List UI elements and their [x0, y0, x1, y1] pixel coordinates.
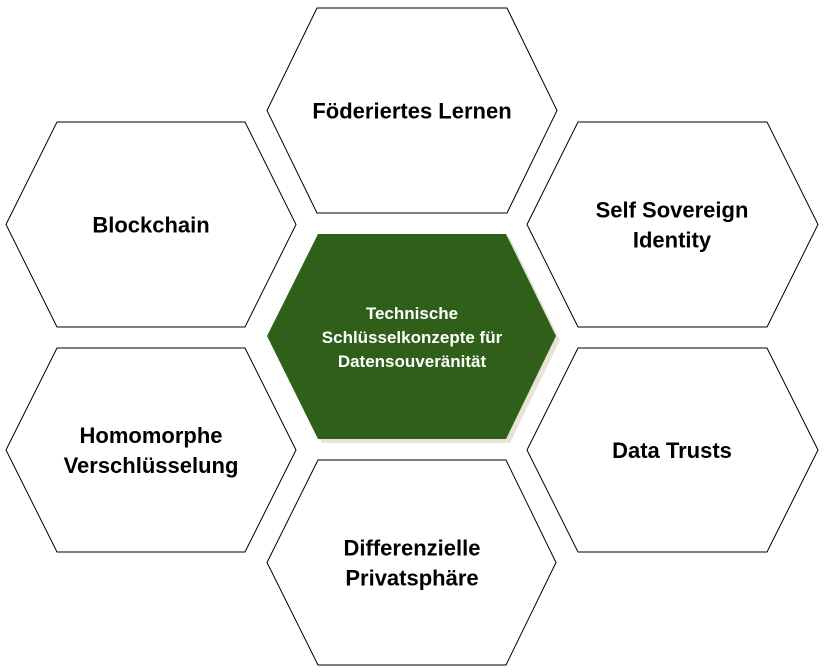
center-label-line: Schlüsselkonzepte für	[322, 328, 503, 347]
hexagon-top: Föderiertes Lernen	[266, 7, 558, 214]
hexagon-label: Differenzielle	[344, 536, 481, 561]
hexagon-shape	[266, 7, 558, 214]
hexagon-shape	[526, 121, 819, 328]
hexagon-label: Self Sovereign	[596, 198, 749, 223]
hexagon-label: Homomorphe	[80, 423, 223, 448]
hexagon-label: Data Trusts	[612, 438, 732, 463]
hexagon-label: Identity	[633, 228, 712, 253]
center-label-line: Datensouveränität	[338, 352, 487, 371]
hexagon-shape	[5, 347, 297, 553]
center-label-line: Technische	[366, 304, 458, 323]
hexagon-label: Privatsphäre	[345, 566, 478, 591]
hexagon-shape	[526, 347, 819, 553]
hexagon-shape	[5, 121, 297, 328]
hexagon-bottom-right: Data Trusts	[526, 347, 819, 553]
hexagon-top-left: Blockchain	[5, 121, 297, 328]
hexagon-shape	[266, 459, 557, 666]
center-hexagon: Technische Schlüsselkonzepte für Datenso…	[267, 234, 556, 439]
hexagon-label: Föderiertes Lernen	[312, 99, 511, 124]
hexagon-label: Blockchain	[92, 213, 209, 238]
hexagon-label: Verschlüsselung	[64, 453, 239, 478]
